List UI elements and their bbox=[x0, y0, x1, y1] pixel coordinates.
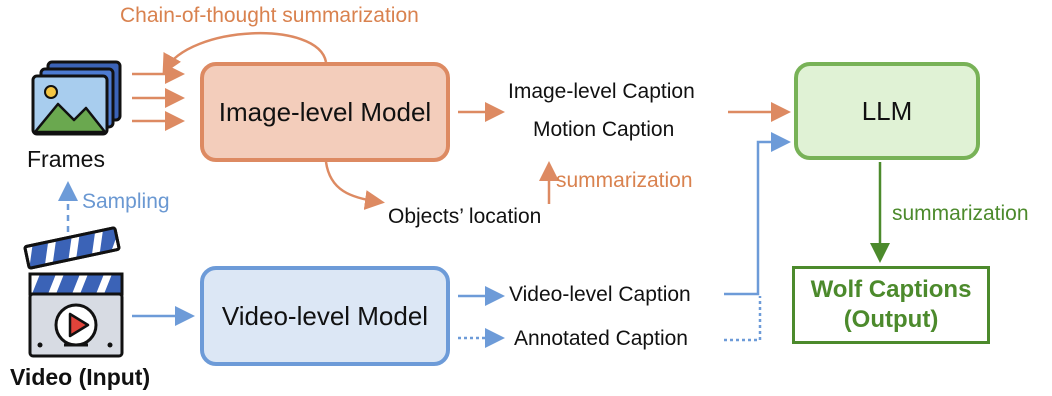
cot-loop-arrow bbox=[162, 31, 328, 75]
summarization-green-label: summarization bbox=[892, 202, 1029, 225]
annotated-llm-connector bbox=[724, 296, 762, 342]
image-stack-icon bbox=[31, 60, 122, 136]
objects-location-label: Objects’ location bbox=[388, 205, 542, 228]
annotated-caption-label: Annotated Caption bbox=[514, 327, 688, 350]
llm-label: LLM bbox=[861, 95, 913, 126]
objects-arrow bbox=[324, 161, 385, 210]
image-level-model-label: Image-level Model bbox=[218, 96, 432, 127]
image-level-caption-label: Image-level Caption bbox=[508, 80, 695, 103]
wolf-captions-label: Wolf Captions bbox=[810, 276, 972, 303]
frames-label: Frames bbox=[27, 146, 105, 172]
video-level-model-label: Video-level Model bbox=[221, 300, 429, 331]
video-level-caption-label: Video-level Caption bbox=[509, 283, 691, 306]
video-level-model-box: Video-level Model bbox=[200, 266, 450, 366]
wolf-captions-box: Wolf Captions (Output) bbox=[792, 266, 990, 344]
clapperboard-icon bbox=[23, 226, 124, 358]
image-level-model-box: Image-level Model bbox=[200, 62, 450, 162]
llm-box: LLM bbox=[794, 62, 980, 160]
summarization-orange-label: summarization bbox=[556, 169, 693, 192]
sampling-label: Sampling bbox=[82, 190, 170, 213]
video-input-label: Video (Input) bbox=[10, 364, 151, 390]
chain-of-thought-label: Chain-of-thought summarization bbox=[120, 4, 419, 27]
wolf-output-label: (Output) bbox=[843, 306, 939, 333]
video-llm-connector bbox=[724, 132, 791, 296]
motion-caption-label: Motion Caption bbox=[533, 118, 675, 141]
